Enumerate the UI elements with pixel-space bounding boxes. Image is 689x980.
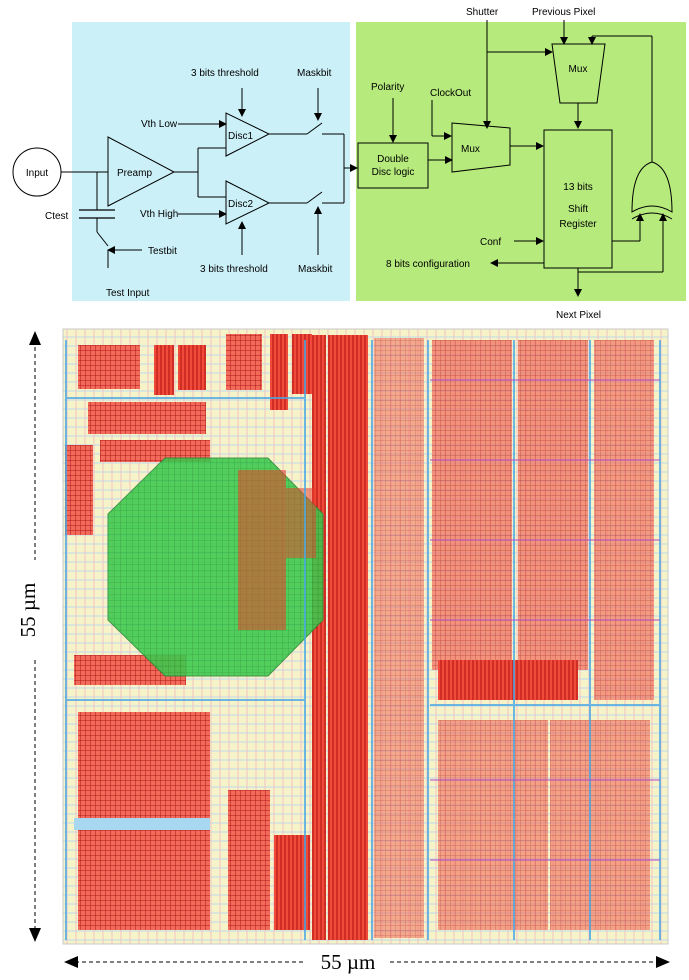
width-label: 55 µm (321, 950, 376, 974)
ctest-label: Ctest (45, 211, 69, 222)
pixel-layout (63, 329, 668, 944)
width-dimension: 55 µm (64, 950, 670, 974)
shift-line3: Register (559, 219, 597, 230)
input-label: Input (26, 168, 48, 179)
threshold-top-label: 3 bits threshold (191, 68, 259, 79)
next-pixel-label: Next Pixel (556, 310, 601, 321)
testbit-label: Testbit (148, 246, 177, 257)
height-dimension: 55 µm (16, 331, 41, 942)
height-label: 55 µm (16, 583, 40, 638)
double-disc-line1: Double (377, 154, 409, 165)
threshold-bottom-label: 3 bits threshold (200, 264, 268, 275)
shift-register-block (544, 130, 612, 268)
shutter-label: Shutter (466, 7, 499, 18)
block-diagram: Input Ctest Testbit Test Input Preamp Di… (13, 7, 686, 321)
conf-label: Conf (480, 237, 501, 248)
maskbit-top-label: Maskbit (297, 68, 332, 79)
mux-main-label: Mux (461, 144, 480, 155)
vth-low-label: Vth Low (141, 119, 178, 130)
test-input-label: Test Input (106, 288, 150, 299)
previous-pixel-label: Previous Pixel (532, 7, 595, 18)
clockout-label: ClockOut (430, 88, 471, 99)
double-disc-logic-block (358, 143, 428, 188)
shift-line1: 13 bits (563, 182, 592, 193)
disc2-label: Disc2 (228, 199, 253, 210)
polarity-label: Polarity (371, 82, 404, 93)
mux-top-label: Mux (569, 64, 588, 75)
config-out-label: 8 bits configuration (386, 259, 470, 270)
double-disc-line2: Disc logic (372, 167, 415, 178)
preamp-label: Preamp (117, 168, 152, 179)
shift-line2: Shift (568, 204, 588, 215)
disc1-label: Disc1 (228, 131, 253, 142)
vth-high-label: Vth High (140, 209, 178, 220)
maskbit-bottom-label: Maskbit (298, 264, 333, 275)
